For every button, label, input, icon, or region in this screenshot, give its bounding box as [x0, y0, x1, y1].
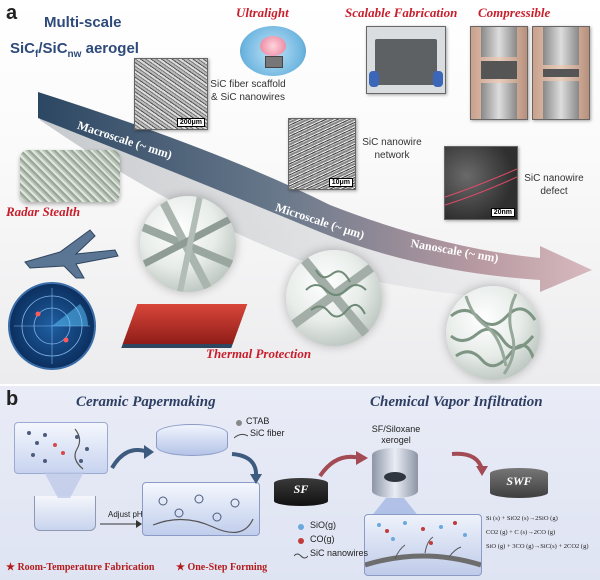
legend-fiber: SiC fiber — [250, 428, 285, 438]
scale-bar-200um: 200μm — [176, 118, 205, 127]
scalable-photo — [366, 26, 446, 94]
legend-fiber-icon — [234, 433, 248, 439]
legend-ctab: CTAB — [246, 416, 270, 426]
pH-adjust-inset — [142, 482, 260, 536]
equation-1: Si (s) + SiO2 (s)→2SiO (g) — [486, 515, 558, 522]
feature-radar-stealth: Radar Stealth — [6, 204, 81, 219]
panel-a-title-line1: Multi-scale — [44, 14, 122, 31]
caption-fiber-scaffold: SiC fiber scaffold & SiC nanowires — [210, 79, 286, 103]
swf-disk: SWF — [490, 468, 548, 498]
thermal-protection-image — [122, 304, 248, 344]
curved-arrow-3 — [318, 451, 368, 478]
panel-a-title-line2: SiCf/SiCnw aerogel — [10, 40, 139, 60]
panel-b-letter: b — [6, 388, 19, 410]
compressible-photo-before — [470, 26, 528, 120]
feature-thermal-protection: Thermal Protection — [206, 346, 312, 361]
label-adjust-ph: Adjust pH — [108, 510, 143, 519]
curved-arrow-2 — [231, 452, 262, 484]
legend-ctab-dot — [236, 420, 242, 426]
label-xerogel: SF/Siloxane xerogel — [371, 424, 421, 445]
tem-image-nanowire-defect: 20nm — [444, 146, 518, 220]
aerogel-block-image — [20, 150, 120, 202]
title-ceramic-papermaking: Ceramic Papermaking — [76, 394, 216, 410]
cvi-cone — [370, 498, 420, 518]
legend-nanowires: SiC nanowires — [310, 548, 369, 558]
curved-arrow-1 — [110, 445, 154, 470]
legend-sio-dot — [298, 524, 304, 530]
dish-top — [156, 424, 228, 456]
panel-a: a Multi-scale SiCf/SiCnw aerogel Ultrali… — [0, 0, 600, 384]
compressible-photo-after — [532, 26, 590, 120]
feature-compressible: Compressible — [478, 5, 551, 20]
legend-co: CO(g) — [310, 534, 335, 544]
sem-image-fiber-scaffold: 200μm — [134, 58, 208, 130]
panel-a-letter: a — [6, 2, 18, 24]
feature-ultralight: Ultralight — [236, 5, 289, 20]
caption-nanowire-network: SiC nanowire network — [362, 137, 422, 161]
radar-screen-icon — [8, 282, 96, 370]
note-room-temperature: ★ Room-Temperature Fabrication — [6, 562, 155, 573]
xerogel-cylinder — [372, 448, 418, 498]
funnel-connector — [44, 472, 84, 498]
sphere-nanoscale-nanowires — [446, 286, 540, 380]
legend-co-dot — [298, 538, 304, 544]
scale-arrow — [38, 92, 592, 300]
note-one-step: ★ One-Step Forming — [176, 562, 268, 573]
stealth-jet-icon — [24, 229, 119, 279]
legend-nanowire-icon — [294, 553, 308, 559]
curved-arrow-4 — [451, 451, 488, 476]
arrow-adjust-ph — [100, 520, 142, 528]
scale-bar-10um: 10μm — [328, 178, 353, 187]
scale-bar-20nm: 20nm — [490, 208, 515, 217]
sem-image-nanowire-network: 10μm — [288, 118, 356, 190]
sphere-microscale-nanowires — [286, 250, 382, 346]
beaker-left — [34, 496, 96, 531]
sf-disk: SF — [274, 478, 328, 506]
swf-label: SWF — [506, 474, 532, 488]
ultralight-photo — [240, 26, 306, 76]
title-chemical-vapor-infiltration: Chemical Vapor Infiltration — [370, 394, 543, 410]
legend-sio: SiO(g) — [310, 520, 337, 530]
sf-label: SF — [293, 482, 309, 496]
equation-2: CO2 (g) + C (s)→2CO (g) — [486, 529, 556, 536]
dispersion-inset — [14, 422, 108, 474]
cvi-zoom-inset — [364, 514, 482, 576]
sphere-macroscale-fibers — [140, 196, 236, 292]
caption-nanowire-defect: SiC nanowire defect — [524, 173, 584, 197]
equation-3: SiO (g) + 3CO (g)→SiC(s) + 2CO2 (g) — [486, 543, 589, 550]
feature-scalable: Scalable Fabrication — [345, 5, 458, 20]
panel-b: b Ceramic Papermaking Chemical Vapor Inf… — [0, 386, 600, 580]
